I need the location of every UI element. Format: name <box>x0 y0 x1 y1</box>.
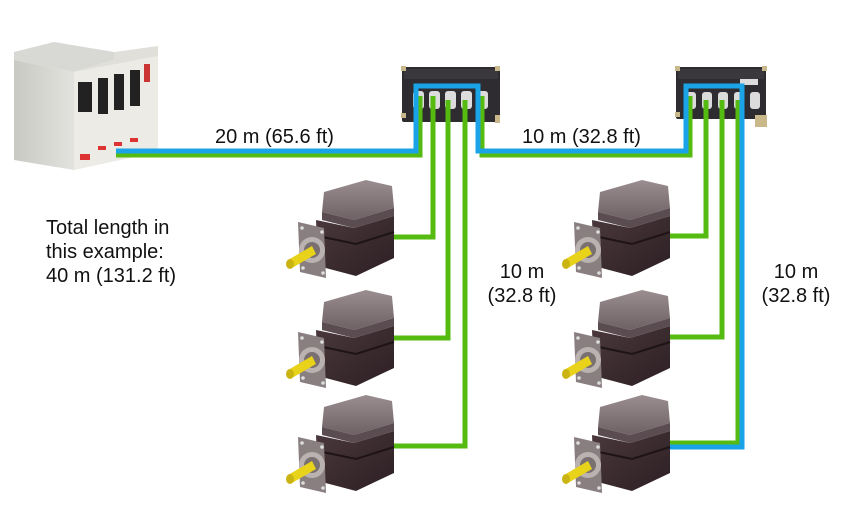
total-length-note: Total length in this example: 40 m (131.… <box>46 216 236 288</box>
segment-label-hub2-motors: 10 m (32.8 ft) <box>746 260 845 308</box>
cable-hub2-motor4 <box>664 100 709 239</box>
controller-rack <box>14 42 158 170</box>
segment-label-hub1-motors: 10 m (32.8 ft) <box>472 260 572 308</box>
cable-hub1-motor1 <box>388 96 436 240</box>
cable-controller-hub1-green <box>116 96 423 158</box>
cable-hub1-motor3 <box>388 100 468 449</box>
total-length-line3: 40 m (131.2 ft) <box>46 265 177 287</box>
cable-hub1-motor2 <box>388 100 451 341</box>
cable-hub2-motor5 <box>664 100 725 340</box>
servo-motor-3 <box>285 394 395 494</box>
segment-label-hub1-hub2: 10 m (32.8 ft) <box>522 126 641 148</box>
cables <box>116 83 745 450</box>
servo-motor-4 <box>561 179 671 279</box>
segment-label-line2: (32.8 ft) <box>761 285 831 307</box>
cable-hub1-hub2-blue <box>432 83 718 154</box>
servo-motor-2 <box>285 289 395 389</box>
servo-motor-6 <box>561 394 671 494</box>
segment-label-line1: 10 m <box>499 261 545 283</box>
segment-label-line1: 10 m <box>773 261 819 283</box>
segment-label-controller-hub1: 20 m (65.6 ft) <box>215 126 334 148</box>
cable-controller-hub1-blue <box>116 83 432 154</box>
cable-hub1-hub2-green <box>479 96 693 158</box>
total-length-line1: Total length in <box>46 217 170 239</box>
cable-hub2-motor6-blue <box>664 83 745 450</box>
servo-motor-5 <box>561 289 671 389</box>
segment-label-line2: (32.8 ft) <box>487 285 557 307</box>
servo-motor-1 <box>285 179 395 279</box>
cable-hub2-motor6-green <box>664 100 741 446</box>
total-length-line2: this example: <box>46 241 164 263</box>
